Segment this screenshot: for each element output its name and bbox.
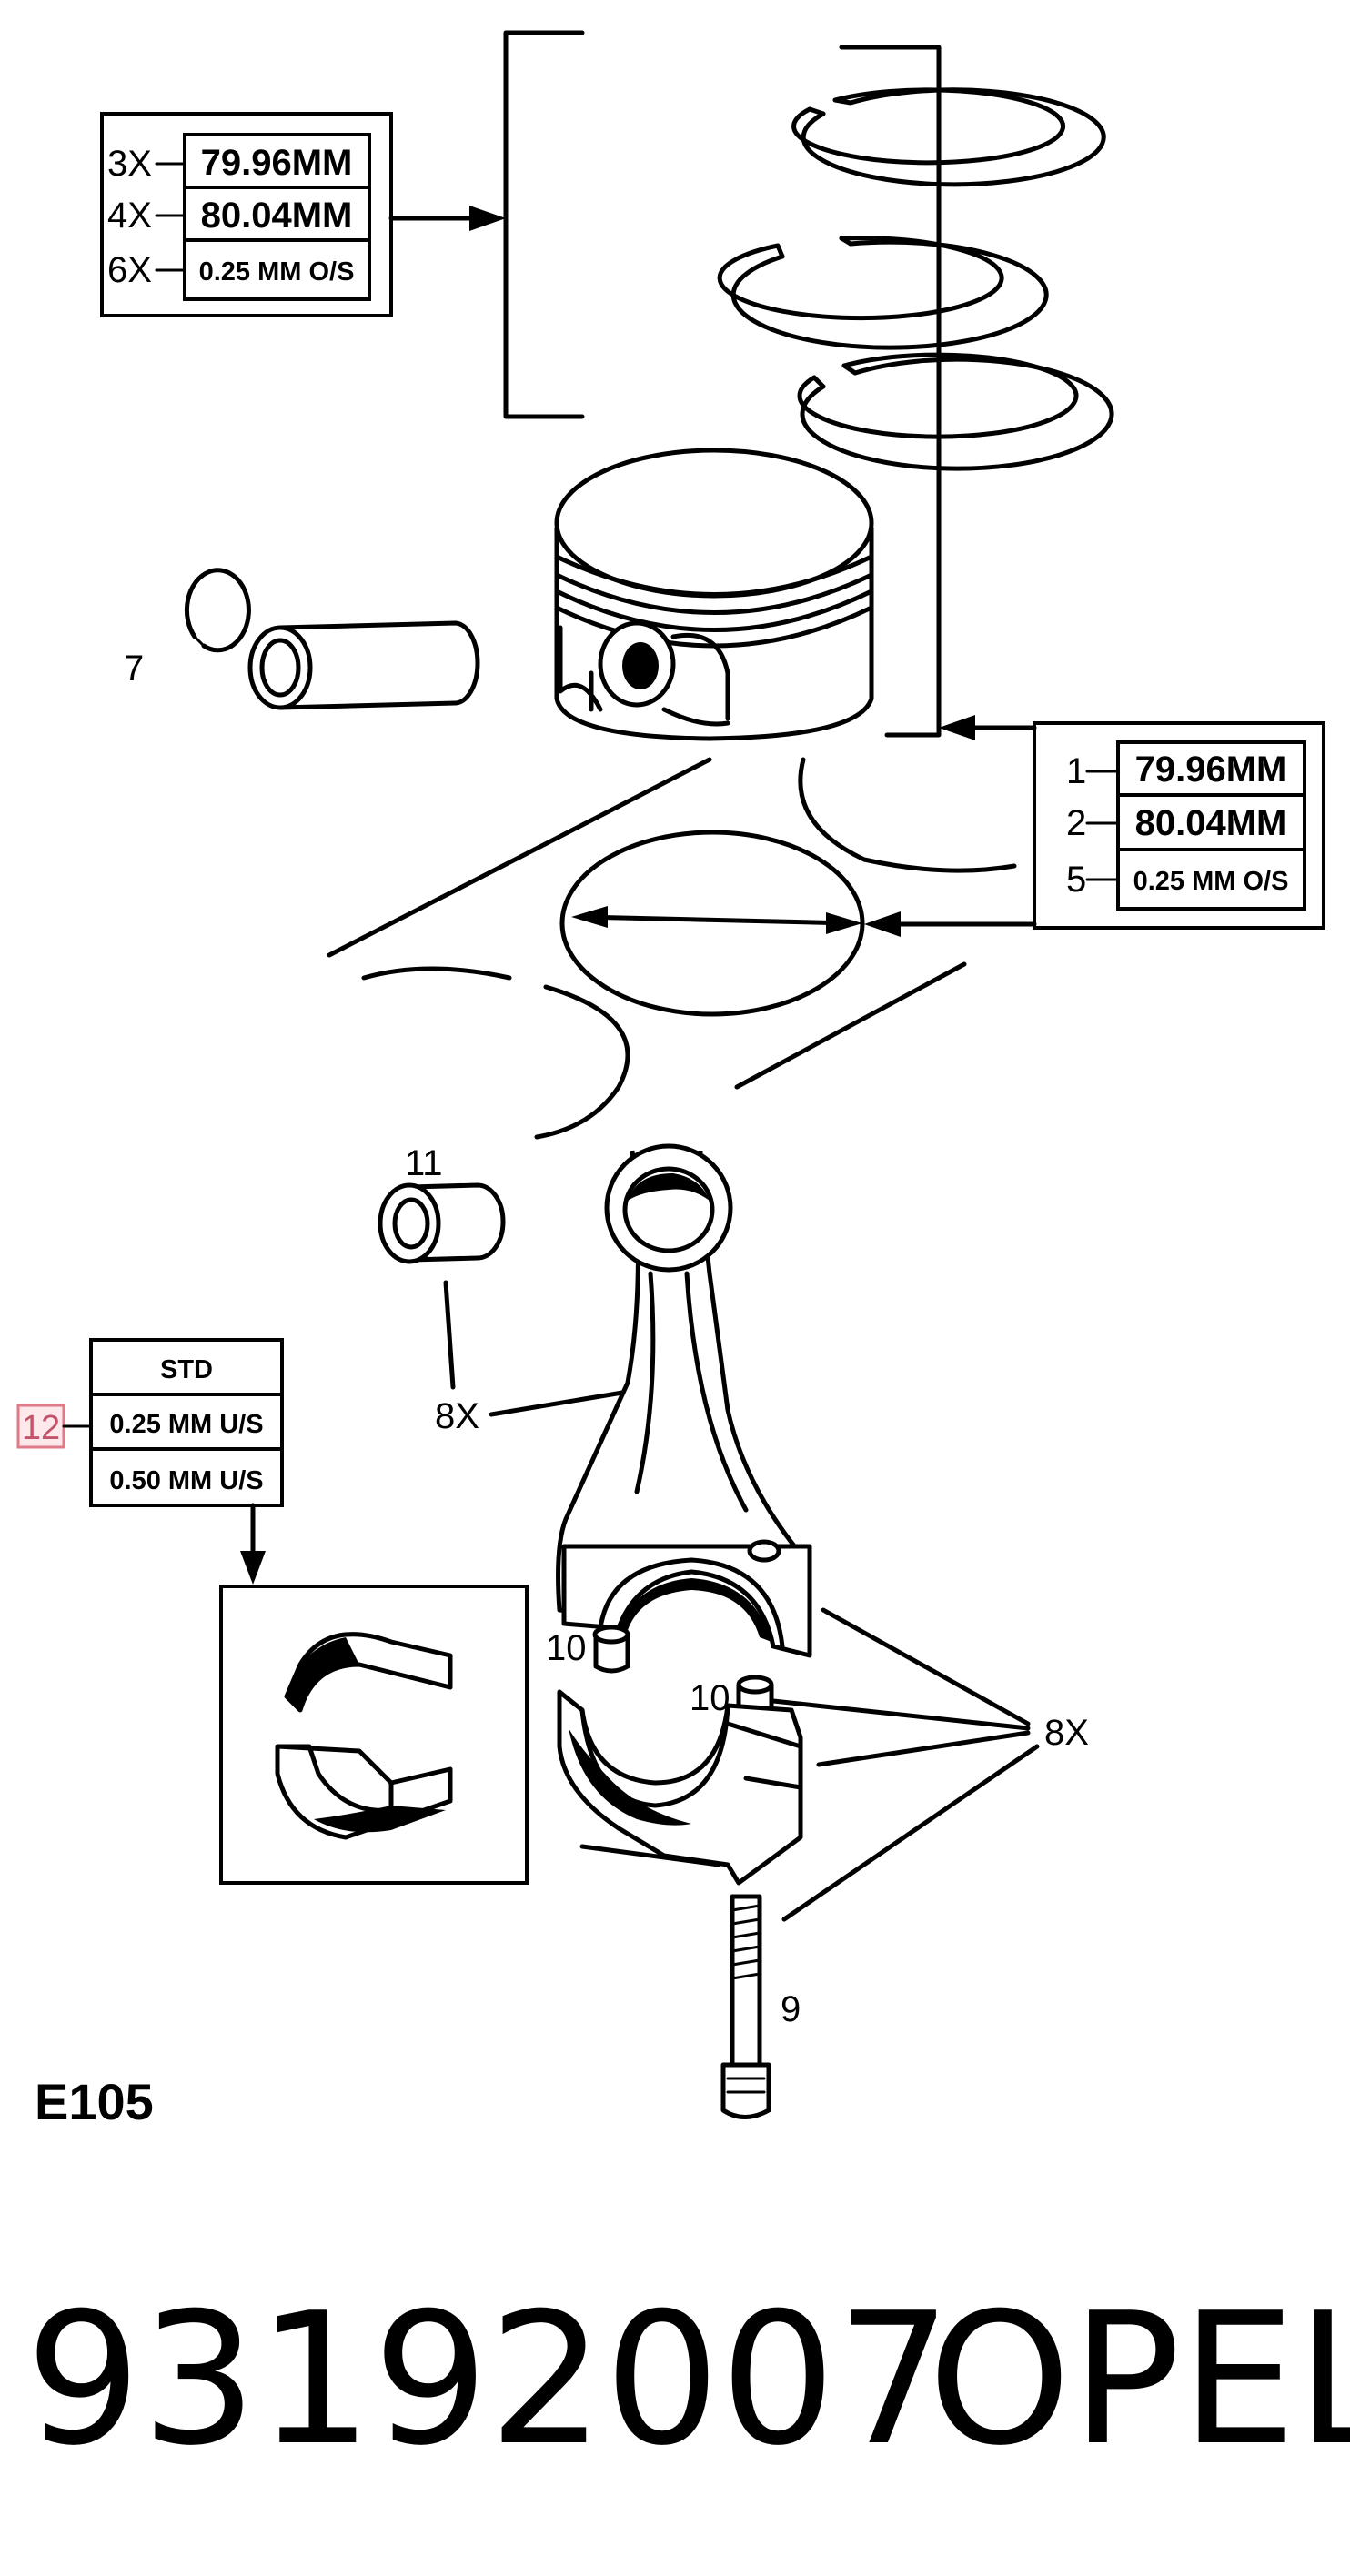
piston-spec-value-3: 0.25 MM O/S	[1133, 867, 1289, 896]
piston-spec-qty-2: 2	[1066, 803, 1086, 843]
ring-spec-value-2: 80.04MM	[201, 196, 353, 236]
bearing-spec-box: STD 0.25 MM U/S 0.50 MM U/S 12	[16, 1338, 284, 1585]
part-number: 93192007	[25, 2274, 952, 2486]
ring-set-bracket	[503, 30, 585, 419]
piston-ring-set	[717, 87, 1114, 471]
ring-spec-box: 3X 4X 6X 79.96MM 80.04MM 0.25 MM O/S	[100, 112, 506, 317]
connecting-rod-cap	[557, 1689, 803, 1886]
callout-cap-qty: 8X	[1044, 1713, 1089, 1753]
small-end-bushing	[378, 1182, 506, 1264]
piston-spec-qty-3: 5	[1066, 860, 1086, 900]
callout-bolt: 9	[781, 1989, 801, 2029]
callout-bushing: 11	[405, 1143, 443, 1183]
piston-spec-value-2: 80.04MM	[1135, 803, 1287, 843]
bearing-shells-detail	[219, 1585, 529, 1885]
piston-ring-top	[791, 87, 1106, 187]
callout-sleeve-lower: 10	[690, 1678, 730, 1718]
connecting-rod	[556, 1143, 812, 1658]
bearing-spec-us-025: 0.25 MM U/S	[109, 1410, 263, 1439]
piston-assembly-bracket	[839, 45, 942, 738]
rod-bolt	[720, 1894, 771, 2119]
bearing-spec-us-050: 0.50 MM U/S	[109, 1466, 263, 1495]
ring-spec-value-1: 79.96MM	[201, 143, 353, 183]
ring-spec-qty-1: 3X	[107, 144, 152, 184]
ring-spec-qty-2: 4X	[107, 196, 152, 236]
ring-spec-qty-3: 6X	[107, 250, 152, 290]
circlip	[184, 568, 251, 653]
piston-spec-qty-1: 1	[1066, 751, 1086, 791]
bearing-ref-number: 12	[22, 1409, 60, 1447]
brand-name: OPEL	[928, 2274, 1350, 2486]
piston	[554, 448, 874, 741]
diagram-code: E105	[35, 2073, 154, 2130]
callout-conrod-qty: 8X	[435, 1396, 479, 1436]
dowel-sleeve-upper	[592, 1625, 630, 1674]
piston-spec-box: 1 2 5 79.96MM 80.04MM 0.25 MM O/S	[864, 715, 1325, 937]
bearing-ref-marker	[16, 1404, 65, 1449]
callout-circlip: 7	[124, 649, 144, 689]
bearing-spec-std: STD	[160, 1355, 213, 1384]
cylinder-bore	[327, 757, 1017, 1140]
piston-spec-value-1: 79.96MM	[1135, 750, 1287, 790]
callout-sleeve-upper: 10	[546, 1628, 587, 1668]
piston-ring-middle	[717, 236, 1049, 350]
ring-spec-value-3: 0.25 MM O/S	[199, 257, 355, 287]
piston-ring-bottom	[797, 352, 1114, 471]
piston-pin	[247, 620, 480, 710]
